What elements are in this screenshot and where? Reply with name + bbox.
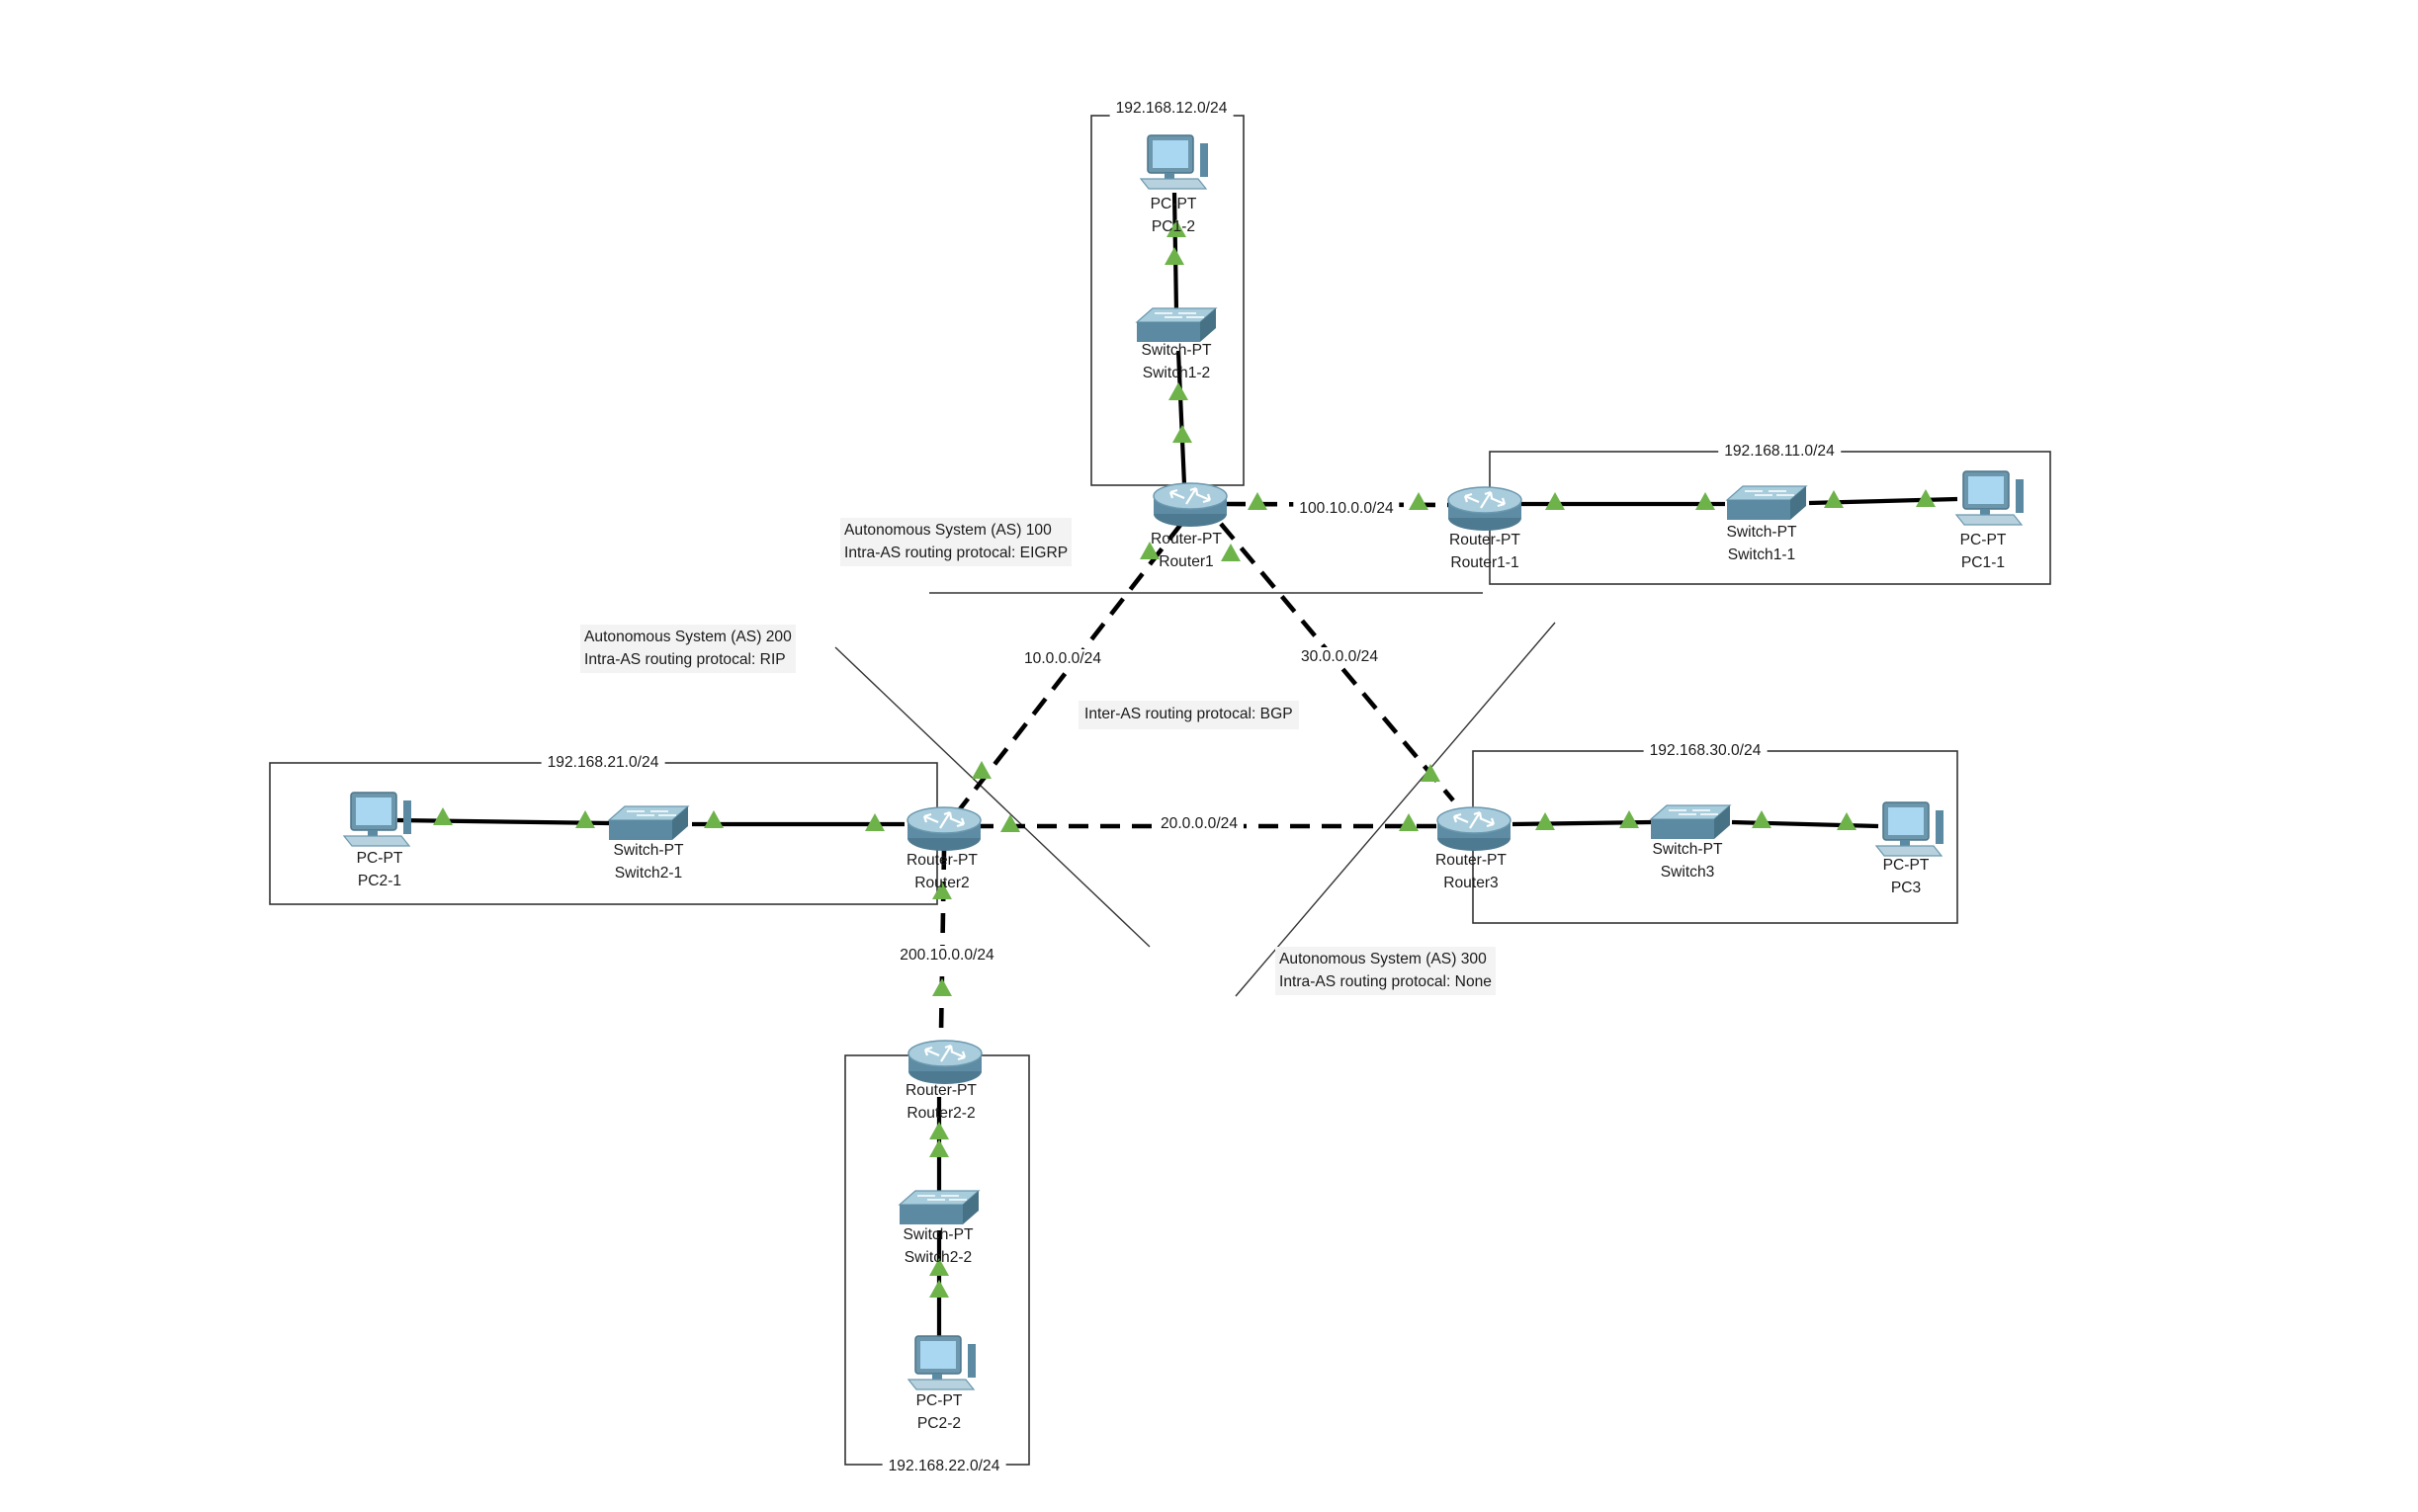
as100-note: Autonomous System (AS) 100 Intra-AS rout… bbox=[840, 518, 1073, 567]
inter-as-note: Inter-AS routing protocal: BGP bbox=[1079, 701, 1299, 729]
as100-note-title: Autonomous System (AS) 100 bbox=[844, 522, 1052, 539]
router-icon[interactable] bbox=[1446, 485, 1523, 533]
switch-icon[interactable] bbox=[899, 1190, 980, 1225]
switch-icon[interactable] bbox=[608, 805, 689, 841]
subnet-label-11: 192.168.11.0/24 bbox=[1718, 443, 1841, 461]
router-icon[interactable] bbox=[1435, 805, 1512, 853]
as-separator-line-left bbox=[834, 646, 1151, 948]
as100-note-protocol: Intra-AS routing protocal: EIGRP bbox=[844, 544, 1069, 561]
pc-icon[interactable] bbox=[1875, 801, 1944, 857]
switch-icon[interactable] bbox=[1650, 804, 1731, 840]
router-icon[interactable] bbox=[907, 1039, 984, 1086]
pc-icon[interactable] bbox=[907, 1335, 977, 1390]
pc-icon[interactable] bbox=[1955, 470, 2025, 526]
link-label-r2-r22: 200.10.0.0/24 bbox=[894, 946, 1000, 966]
as300-note: Autonomous System (AS) 300 Intra-AS rout… bbox=[1275, 947, 1496, 996]
router-icon[interactable] bbox=[1152, 481, 1229, 529]
switch-icon[interactable] bbox=[1136, 307, 1217, 343]
as300-note-title: Autonomous System (AS) 300 bbox=[1279, 951, 1487, 967]
link-label-r2-r3: 20.0.0.0/24 bbox=[1154, 814, 1245, 834]
subnet-label-22: 192.168.22.0/24 bbox=[882, 1458, 1006, 1475]
subnet-label-21: 192.168.21.0/24 bbox=[541, 754, 665, 772]
as200-note: Autonomous System (AS) 200 Intra-AS rout… bbox=[580, 625, 796, 674]
subnet-label-30: 192.168.30.0/24 bbox=[1643, 742, 1768, 760]
as-separator-line-right bbox=[1235, 622, 1556, 997]
link-label-r1-r3: 30.0.0.0/24 bbox=[1294, 647, 1385, 667]
link-label-r1-r2: 10.0.0.0/24 bbox=[1017, 649, 1108, 669]
pc-icon[interactable] bbox=[1140, 134, 1209, 190]
as300-note-protocol: Intra-AS routing protocal: None bbox=[1279, 972, 1492, 990]
router-icon[interactable] bbox=[906, 805, 983, 853]
link-label-r1-r11: 100.10.0.0/24 bbox=[1293, 499, 1400, 519]
switch-icon[interactable] bbox=[1726, 485, 1807, 521]
as200-note-title: Autonomous System (AS) 200 bbox=[584, 629, 792, 645]
subnet-label-12: 192.168.12.0/24 bbox=[1109, 100, 1234, 118]
as200-note-protocol: Intra-AS routing protocal: RIP bbox=[584, 650, 786, 668]
